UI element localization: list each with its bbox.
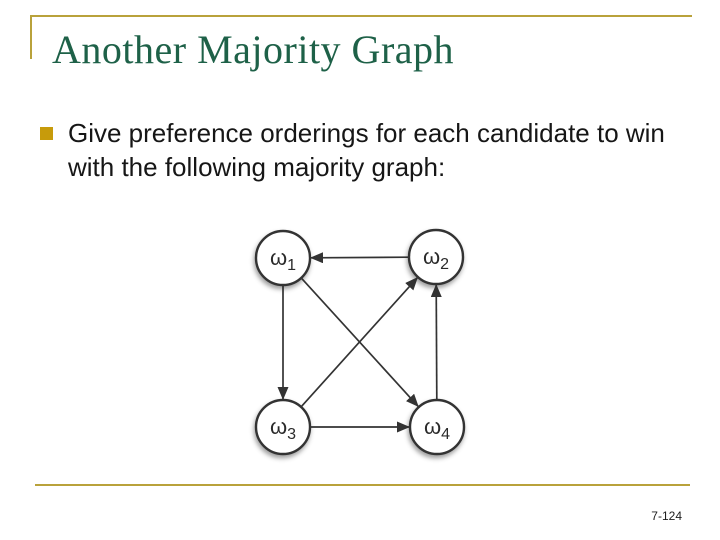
graph-nodes: ω1 ω2 ω3 ω4 [254, 228, 466, 456]
graph-edge-w2-w1 [310, 252, 409, 264]
bottom-border-line [35, 484, 690, 486]
bullet-marker-icon [40, 127, 53, 140]
graph-node-label: ω4 [424, 414, 450, 443]
graph-node-w3: ω3 [254, 398, 312, 456]
graph-node-label: ω2 [423, 244, 449, 273]
graph-node-w2: ω2 [407, 228, 465, 286]
bullet-item: Give preference orderings for each candi… [40, 116, 680, 184]
graph-node-circle [254, 229, 312, 287]
title-accent-line [30, 15, 32, 59]
bullet-text: Give preference orderings for each candi… [68, 118, 665, 182]
graph-edges [277, 252, 442, 433]
graph-node-circle [407, 228, 465, 286]
graph-node-circle [254, 398, 312, 456]
graph-node-w4: ω4 [408, 398, 466, 456]
graph-node-w1: ω1 [254, 229, 312, 287]
page-number: 7-124 [651, 509, 682, 523]
top-border-line [30, 15, 692, 17]
graph-node-circle [408, 398, 466, 456]
majority-graph-svg: ω1 ω2 ω3 ω4 [254, 228, 466, 456]
slide-title: Another Majority Graph [52, 27, 455, 72]
graph-node-label: ω3 [270, 414, 296, 443]
graph-edge-w4-w2 [430, 284, 442, 400]
graph-edge-w3-w2 [301, 277, 418, 407]
graph-node-label: ω1 [270, 245, 296, 274]
